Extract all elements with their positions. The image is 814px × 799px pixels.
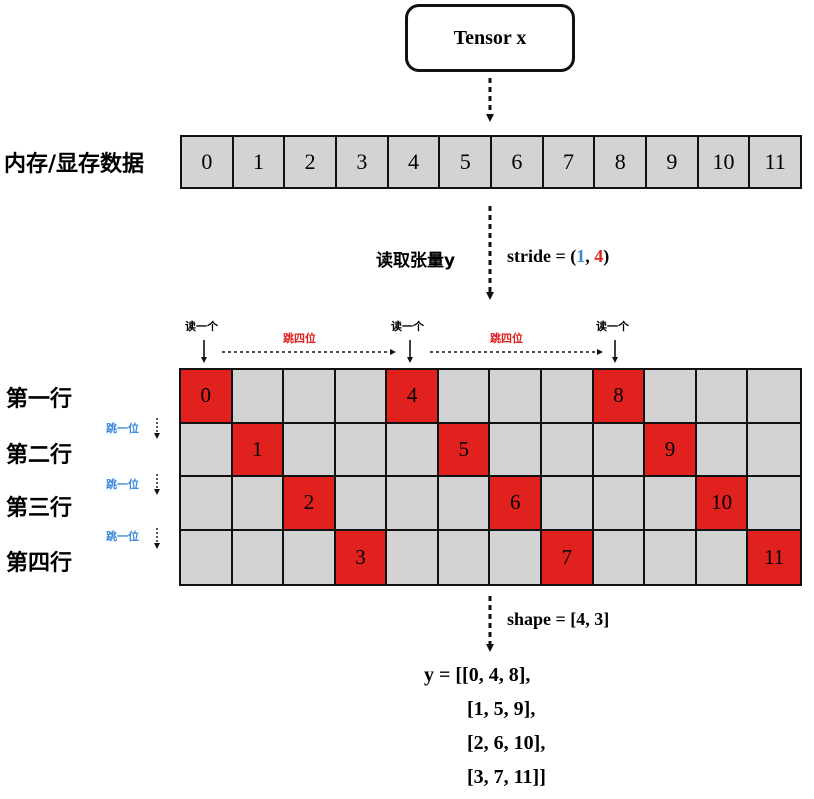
stride-first-value: 1 [576, 246, 586, 266]
grid-cell [438, 370, 491, 424]
jump-one-label-1: 跳一位 [106, 422, 139, 435]
grid-cell [748, 423, 800, 477]
grid-cell [387, 477, 439, 531]
jump-four-label-1: 跳四位 [283, 332, 316, 345]
read-one-label-2: 读一个 [391, 320, 424, 333]
tensor-x-box: Tensor x [405, 4, 575, 72]
grid-cell [335, 370, 388, 424]
grid-cell-selected: 11 [748, 530, 800, 584]
grid-cell [542, 423, 594, 477]
grid-cell-selected: 3 [335, 530, 388, 584]
stride-second-value: 4 [594, 246, 604, 266]
grid-cell-selected: 0 [181, 370, 233, 424]
grid-cell [542, 477, 594, 531]
memory-cell: 1 [233, 137, 286, 187]
row-label-1: 第一行 [6, 387, 73, 412]
grid-cell [542, 370, 594, 424]
grid-cell [593, 477, 646, 531]
grid-cell [387, 423, 439, 477]
jump-one-label-3: 跳一位 [106, 530, 139, 543]
grid-cell-selected: 4 [387, 370, 439, 424]
grid-cell [232, 530, 285, 584]
read-one-label-1: 读一个 [185, 320, 218, 333]
grid-cell-selected: 8 [593, 370, 646, 424]
grid-cell-selected: 10 [696, 477, 749, 531]
memory-cell: 9 [647, 137, 699, 187]
grid-cell [181, 530, 233, 584]
grid-cell [284, 370, 336, 424]
tensor-y-grid: 0 4 8 1 5 9 2 6 10 3 7 11 [179, 368, 802, 586]
grid-cell [284, 423, 336, 477]
grid-cell [438, 477, 491, 531]
memory-cell: 10 [698, 137, 751, 187]
grid-cell [696, 370, 749, 424]
grid-cell [696, 423, 749, 477]
result-line-4: [3, 7, 11]] [467, 766, 546, 788]
memory-cell: 11 [750, 137, 801, 187]
result-line-2: [1, 5, 9], [467, 698, 536, 720]
grid-cell [387, 530, 439, 584]
shape-label: shape = [4, 3] [507, 609, 610, 629]
grid-cell-selected: 6 [490, 477, 543, 531]
memory-cell: 0 [182, 137, 234, 187]
grid-cell-selected: 7 [542, 530, 594, 584]
stride-prefix: stride = ( [507, 246, 577, 266]
memory-label: 内存/显存数据 [4, 152, 145, 177]
memory-cell: 4 [388, 137, 441, 187]
grid-cell [232, 477, 285, 531]
memory-cell: 2 [285, 137, 338, 187]
memory-cell: 8 [595, 137, 648, 187]
grid-cell [593, 423, 646, 477]
row-label-4: 第四行 [6, 551, 73, 576]
grid-cell [645, 370, 697, 424]
jump-one-label-2: 跳一位 [106, 478, 139, 491]
grid-cell-selected: 9 [645, 423, 697, 477]
memory-cell: 6 [492, 137, 544, 187]
stride-suffix: ) [603, 246, 610, 266]
grid-cell [232, 370, 285, 424]
grid-cell [181, 477, 233, 531]
row-label-2: 第二行 [6, 443, 73, 468]
grid-cell-selected: 1 [232, 423, 285, 477]
grid-cell [490, 370, 543, 424]
memory-cell: 5 [440, 137, 493, 187]
result-line-3: [2, 6, 10], [467, 732, 546, 754]
grid-cell [438, 530, 491, 584]
stride-separator: , [585, 246, 595, 266]
grid-cell [696, 530, 749, 584]
grid-cell [335, 423, 388, 477]
jump-four-label-2: 跳四位 [490, 332, 523, 345]
grid-cell [490, 530, 543, 584]
grid-cell [181, 423, 233, 477]
read-tensor-label: 读取张量y [376, 251, 456, 271]
grid-cell [335, 477, 388, 531]
stride-label: stride = (1, 4) [507, 246, 609, 267]
grid-cell [490, 423, 543, 477]
grid-cell [645, 477, 697, 531]
row-label-3: 第三行 [6, 496, 73, 521]
grid-cell-selected: 5 [438, 423, 491, 477]
grid-cell [284, 530, 336, 584]
read-one-label-3: 读一个 [596, 320, 629, 333]
grid-cell-selected: 2 [284, 477, 336, 531]
result-line-1: y = [[0, 4, 8], [424, 664, 531, 686]
grid-cell [748, 370, 800, 424]
memory-cell: 3 [337, 137, 389, 187]
grid-cell [748, 477, 800, 531]
memory-cell: 7 [543, 137, 596, 187]
grid-cell [645, 530, 697, 584]
grid-cell [593, 530, 646, 584]
